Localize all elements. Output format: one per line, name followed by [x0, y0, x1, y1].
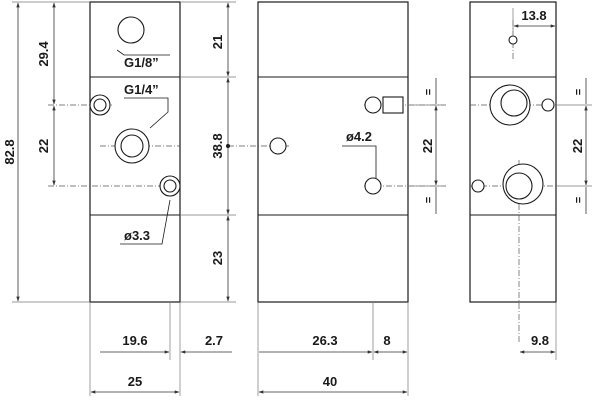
- right-small-hole-top: [508, 35, 518, 45]
- front-dim-edge-offset: 2.7: [205, 333, 223, 348]
- right-equal-mark-top: =: [573, 89, 585, 95]
- side-dim-tab: 8: [383, 333, 390, 348]
- front-dim-overall-height: 82.8: [2, 139, 17, 164]
- front-mount-hole-upper-inner: [93, 98, 107, 112]
- right-small-hole-upper: [541, 98, 555, 112]
- front-dim-width: 25: [128, 374, 142, 389]
- front-leader-g18: [116, 49, 170, 56]
- front-dim-top-block: 21: [210, 35, 225, 49]
- side-dim-width: 40: [323, 374, 337, 389]
- front-dim-middle-block: 38.8: [210, 133, 225, 158]
- right-view-body: [469, 1, 557, 303]
- front-port-g14-inner: [120, 134, 144, 158]
- front-dim-bottom-block: 23: [210, 251, 225, 265]
- side-hole-upper: [364, 96, 382, 114]
- side-equal-mark-bottom: =: [423, 197, 435, 203]
- side-hole-left: [269, 137, 287, 155]
- side-hole-label: ø4.2: [346, 129, 372, 144]
- front-port-g18: [117, 16, 145, 44]
- front-view: G1/8” G1/4” ø3.3 82.8 29.4 22 21 38.8 23…: [2, 1, 236, 396]
- right-view: 13.8 22 = = 9.8: [469, 1, 592, 360]
- right-equal-mark-bottom: =: [573, 197, 585, 203]
- side-equal-mark-top: =: [423, 89, 435, 95]
- side-hole-lower: [364, 177, 382, 195]
- side-center-dot: [226, 144, 230, 148]
- right-dim-top-offset: 13.8: [521, 8, 546, 23]
- front-dim-pitch: 22: [36, 139, 51, 153]
- side-dim-pitch: 22: [420, 139, 435, 153]
- front-dim-upper: 29.4: [36, 41, 51, 67]
- front-leader-hole: [120, 199, 171, 245]
- right-dim-pitch: 22: [570, 139, 585, 153]
- side-tab: [382, 96, 404, 114]
- right-small-hole-lower: [471, 179, 485, 193]
- front-port-main-label: G1/4”: [124, 82, 159, 97]
- front-port-top-label: G1/8”: [124, 55, 159, 70]
- front-dim-port-offset: 19.6: [122, 333, 147, 348]
- side-dim-hole-offset: 26.3: [312, 333, 337, 348]
- right-port-lower-inner: [505, 172, 533, 200]
- front-hole-label: ø3.3: [124, 228, 150, 243]
- front-leader-g14: [124, 97, 169, 129]
- side-view: ø4.2 22 = = 26.3 8 40: [226, 1, 446, 396]
- side-leader-hole: [342, 145, 377, 178]
- right-port-upper-inner: [500, 89, 528, 117]
- front-mount-hole-lower-inner: [163, 179, 177, 193]
- right-dim-bottom-offset: 9.8: [531, 333, 549, 348]
